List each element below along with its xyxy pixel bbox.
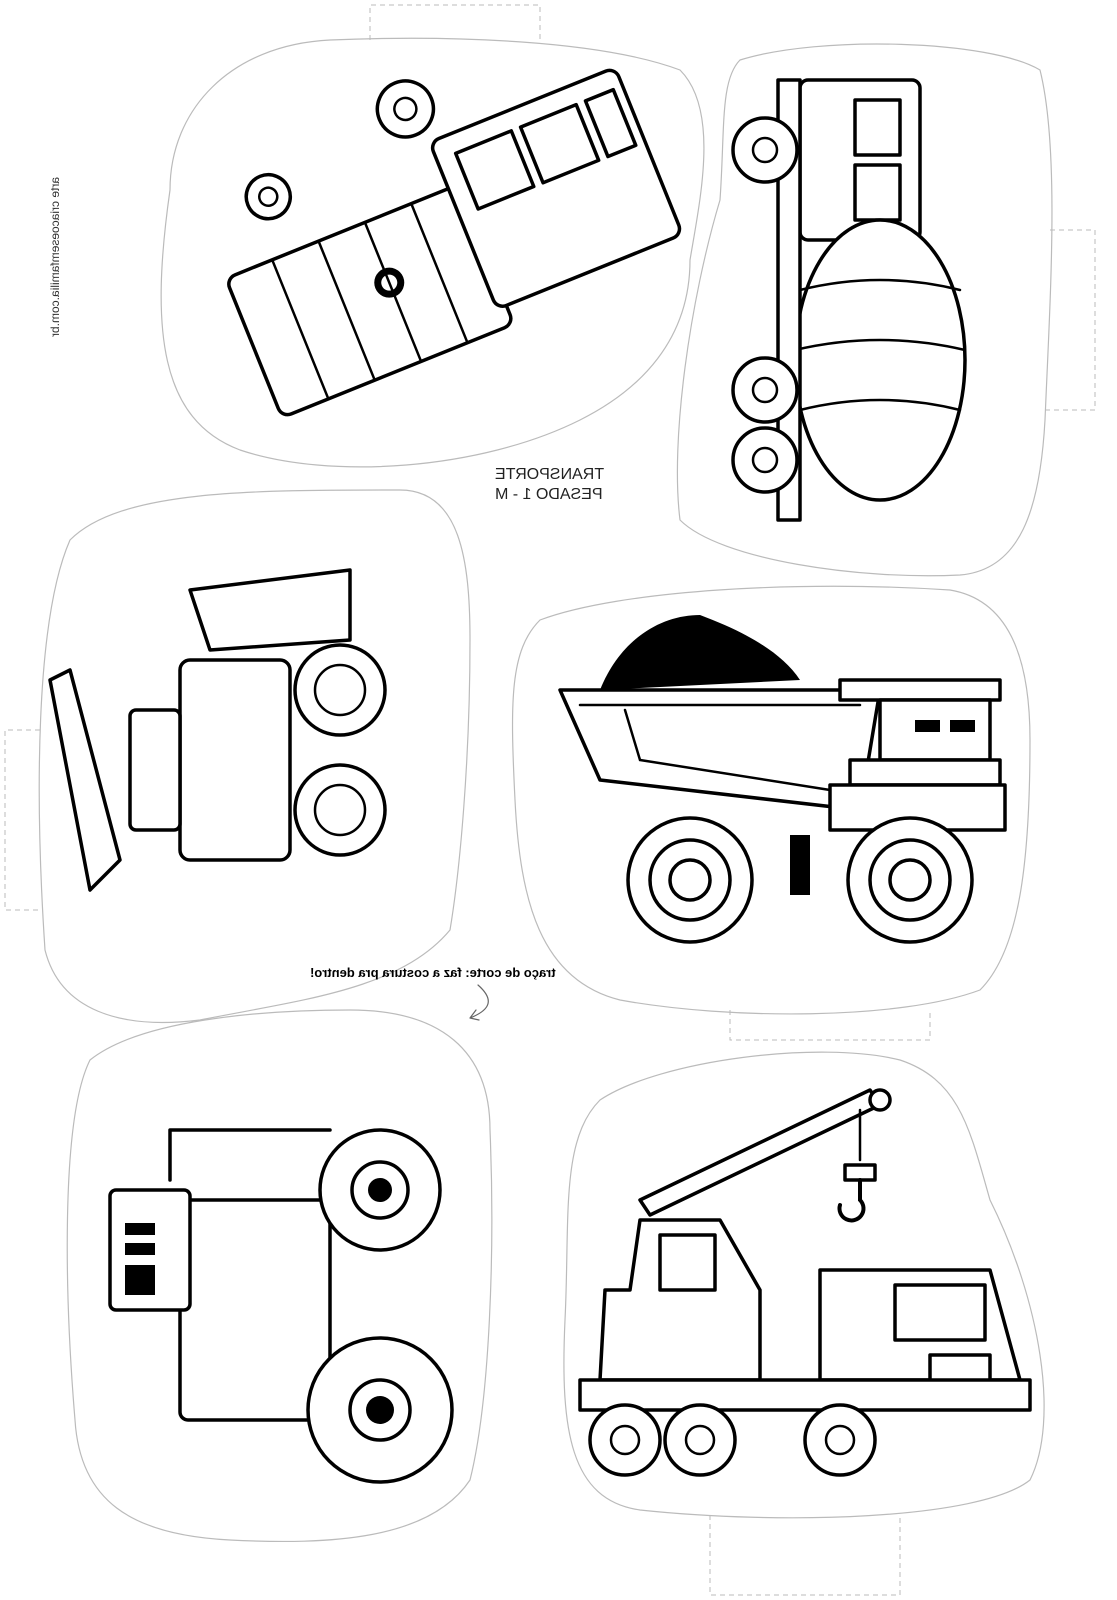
cut-outline-garbage-truck — [160, 37, 705, 468]
cut-outline-tractor — [66, 1009, 493, 1543]
cut-outline-snowplow-truck — [38, 489, 471, 1023]
cut-outline-crane-truck — [563, 1051, 1045, 1519]
garbage-truck-drawing — [227, 68, 682, 417]
sheet-title: TRANSPORTE PESADO 1 - M — [495, 465, 604, 505]
crane-truck-drawing — [578, 1088, 1032, 1477]
title-line-1: TRANSPORTE — [495, 466, 605, 483]
tractor-drawing — [108, 1128, 454, 1484]
dump-truck-drawing — [558, 615, 1007, 944]
cement-mixer-drawing — [731, 78, 967, 522]
snowplow-truck-drawing — [48, 568, 387, 892]
glue-tab-left — [4, 729, 40, 911]
cut-hint: traço de corte: faz a costura pra dentro… — [310, 965, 556, 980]
cut-outline-cement-mixer — [676, 43, 1053, 577]
glue-tab-right-top — [1045, 229, 1096, 411]
cut-outline-dump-truck — [511, 585, 1031, 1015]
credit-text: arte criacoesemfamilia.com.br — [48, 176, 63, 338]
glue-tab-top — [369, 4, 541, 40]
glue-tab-mid — [729, 1010, 931, 1041]
glue-tab-bottom — [709, 1515, 901, 1596]
title-line-2: PESADO 1 - M — [495, 486, 603, 503]
hint-arrow — [469, 984, 489, 1021]
